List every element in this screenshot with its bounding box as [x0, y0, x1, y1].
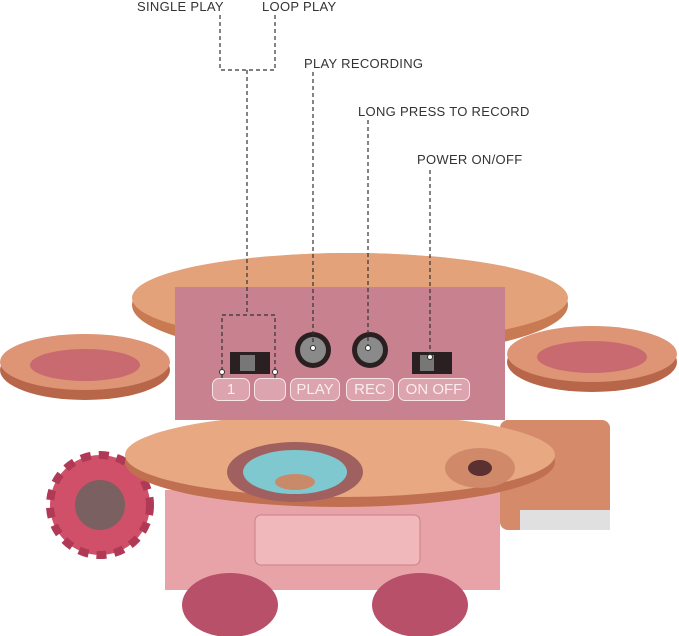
- long-press-record-label: LONG PRESS TO RECORD: [358, 104, 530, 119]
- play-recording-label: PLAY RECORDING: [304, 56, 424, 71]
- loop-play-marking: [254, 378, 286, 401]
- play-marking: PLAY: [290, 378, 340, 401]
- loop-play-label: LOOP PLAY: [262, 0, 337, 14]
- rec-marking: REC: [346, 378, 394, 401]
- speaker: [243, 450, 347, 494]
- single-play-label: SINGLE PLAY: [137, 0, 224, 14]
- single-play-marking: 1: [212, 378, 250, 401]
- power-label: POWER ON/OFF: [417, 152, 523, 167]
- on-off-marking: ON OFF: [398, 378, 470, 401]
